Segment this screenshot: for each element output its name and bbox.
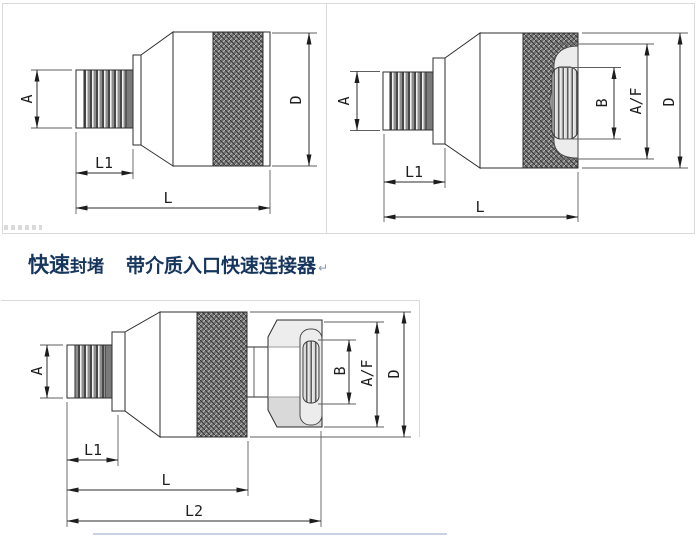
dim-label-b: B — [593, 98, 611, 107]
plug-knurled-grip — [213, 32, 263, 166]
connector-collar — [111, 331, 126, 412]
plug-sleeve — [172, 31, 214, 167]
dim-label-d: D — [385, 369, 403, 378]
dim-label-l: L — [475, 198, 484, 216]
dim-label-a: A — [335, 96, 353, 105]
dim-label-d: D — [287, 95, 305, 104]
socket-male-thread — [390, 72, 426, 130]
dim-label-d: D — [660, 97, 678, 106]
plug-thread-runout — [126, 70, 133, 128]
socket-dimensions: A B A/F D L1 L — [335, 32, 688, 222]
title-text-quick-seal: 快速 — [28, 254, 70, 277]
socket-thread-tip — [382, 71, 391, 131]
plug-end-rim — [262, 31, 271, 167]
socket-sleeve — [479, 32, 524, 169]
paragraph-mark: ↵ — [318, 261, 329, 275]
connector-sleeve — [159, 311, 198, 438]
dim-label-l1: L1 — [405, 163, 423, 181]
dim-label-a: A — [28, 366, 46, 375]
drawing-socket: A B A/F D L1 L — [335, 32, 688, 222]
drawing-plug: A D L1 L — [18, 31, 317, 214]
title-text-connector-with-media-inlet: 带介质入口快速连接器 — [126, 256, 317, 277]
socket-cone — [444, 32, 481, 169]
socket-collar — [432, 57, 446, 145]
plug-collar — [132, 54, 142, 146]
dim-label-l1: L1 — [84, 441, 102, 459]
dim-label-l2: L2 — [185, 502, 203, 520]
plug-body-shapes — [75, 31, 271, 167]
dim-label-l: L — [161, 471, 170, 489]
socket-thread-runout — [426, 72, 433, 130]
plug-cone — [140, 31, 174, 167]
connector-hex-nut — [267, 319, 323, 428]
faint-watermark — [4, 225, 42, 230]
socket-internal-thread — [551, 66, 579, 140]
connector-neck — [246, 346, 269, 398]
section-title: 快速封堵 带介质入口快速连接器↵ — [28, 249, 328, 279]
connector-internal-thread — [302, 340, 320, 404]
connector-knurled-grip — [197, 312, 247, 437]
dim-label-l1: L1 — [95, 154, 113, 172]
connector-cone — [124, 311, 161, 438]
dim-label-l: L — [163, 189, 172, 207]
dim-label-b: B — [331, 366, 349, 375]
socket-body-shapes — [382, 32, 579, 169]
connector-thread-runout — [105, 345, 112, 398]
connector-dimensions: A B A/F D L1 L L2 — [28, 311, 411, 527]
dim-label-af: A/F — [627, 87, 645, 114]
drawing-connector: A B A/F D L1 L L2 — [28, 311, 411, 527]
plug-male-thread — [84, 70, 126, 128]
plug-thread-tip — [75, 69, 85, 129]
connector-male-thread — [75, 345, 105, 398]
dim-label-a: A — [18, 94, 36, 103]
dim-label-af: A/F — [358, 359, 376, 386]
connector-body-shapes — [66, 311, 323, 438]
cell-borders — [1, 3, 695, 535]
plug-dimensions: A D L1 L — [18, 32, 317, 214]
connector-thread-tip — [66, 344, 76, 399]
title-text-plug: 封堵 — [70, 257, 104, 276]
